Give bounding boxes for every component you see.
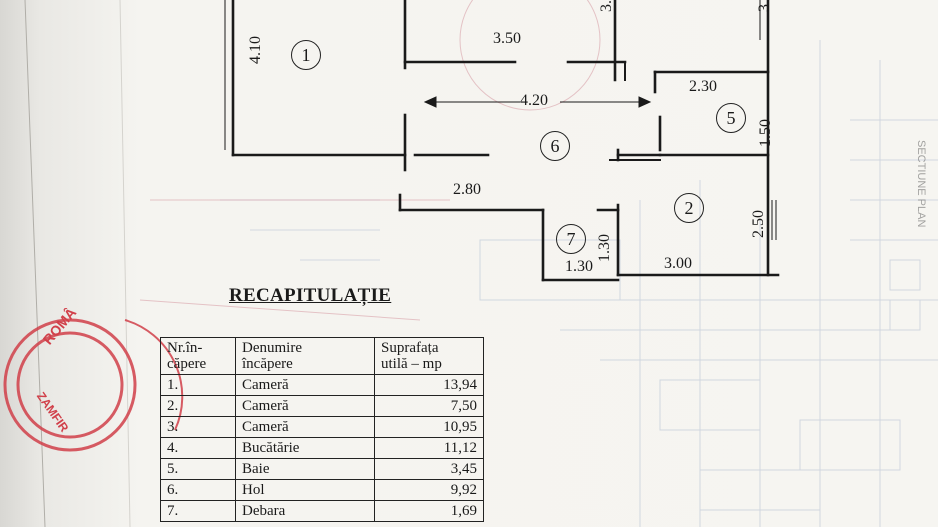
- dim-partial-top-1: 3.: [598, 0, 615, 12]
- cell-area: 3,45: [374, 458, 484, 480]
- cell-name: Debara: [235, 500, 375, 522]
- cell-area: 7,50: [374, 395, 484, 417]
- dim-room5-width: 2.30: [689, 78, 717, 95]
- recap-title: RECAPITULAȚIE: [229, 285, 392, 306]
- dim-hall-width: 4.20: [520, 92, 548, 109]
- table-row: 5. Baie 3,45: [160, 458, 484, 480]
- cell-area: 13,94: [374, 374, 484, 396]
- cell-name: Baie: [235, 458, 375, 480]
- header-nr: Nr.în- căpere: [160, 337, 236, 375]
- table-row: 2. Cameră 7,50: [160, 395, 484, 417]
- room-number-5: 5: [716, 103, 746, 133]
- room-number-2: 2: [674, 193, 704, 223]
- cell-area: 1,69: [374, 500, 484, 522]
- room-number-1: 1: [291, 40, 321, 70]
- cell-nr: 7.: [160, 500, 236, 522]
- cell-nr: 3.: [160, 416, 236, 438]
- dim-room1-height: 4.10: [247, 36, 264, 64]
- table-row: 1. Cameră 13,94: [160, 374, 484, 396]
- table-row: 7. Debara 1,69: [160, 500, 484, 522]
- dim-room2-height: 2.50: [750, 210, 767, 238]
- header-name: Denumire încăpere: [235, 337, 375, 375]
- cell-area: 10,95: [374, 416, 484, 438]
- header-nr-line2: căpere: [167, 356, 207, 372]
- svg-text:SECTIUNE PLAN: SECTIUNE PLAN: [915, 140, 927, 227]
- header-area: Suprafața utilă – mp: [374, 337, 484, 375]
- dim-hall-lower: 2.80: [453, 181, 481, 198]
- room-number-7: 7: [556, 224, 586, 254]
- dim-partial-top-2: 3.: [756, 0, 773, 12]
- room-number-6: 6: [540, 131, 570, 161]
- cell-name: Cameră: [235, 374, 375, 396]
- dim-room7-height: 1.30: [596, 234, 613, 262]
- dim-room2-width: 3.00: [664, 255, 692, 272]
- header-area-line2: utilă – mp: [381, 356, 442, 372]
- table-row: 3. Cameră 10,95: [160, 416, 484, 438]
- table-header-row: Nr.în- căpere Denumire încăpere Suprafaț…: [160, 337, 484, 375]
- header-area-line1: Suprafața: [381, 340, 439, 356]
- cell-area: 11,12: [374, 437, 484, 459]
- cell-nr: 1.: [160, 374, 236, 396]
- cell-nr: 2.: [160, 395, 236, 417]
- cell-name: Cameră: [235, 395, 375, 417]
- cell-area: 9,92: [374, 479, 484, 501]
- header-nr-line1: Nr.în-: [167, 340, 203, 356]
- dim-room7-width: 1.30: [565, 258, 593, 275]
- cell-name: Hol: [235, 479, 375, 501]
- cell-name: Bucătărie: [235, 437, 375, 459]
- table-row: 6. Hol 9,92: [160, 479, 484, 501]
- recap-table: Nr.în- căpere Denumire încăpere Suprafaț…: [160, 337, 484, 522]
- header-name-line2: încăpere: [242, 356, 293, 372]
- cell-nr: 5.: [160, 458, 236, 480]
- cell-nr: 4.: [160, 437, 236, 459]
- cell-name: Cameră: [235, 416, 375, 438]
- dim-room5-height: 1.50: [757, 119, 774, 147]
- cell-nr: 6.: [160, 479, 236, 501]
- header-name-line1: Denumire: [242, 340, 302, 356]
- dim-room3-width: 3.50: [493, 30, 521, 47]
- table-row: 4. Bucătărie 11,12: [160, 437, 484, 459]
